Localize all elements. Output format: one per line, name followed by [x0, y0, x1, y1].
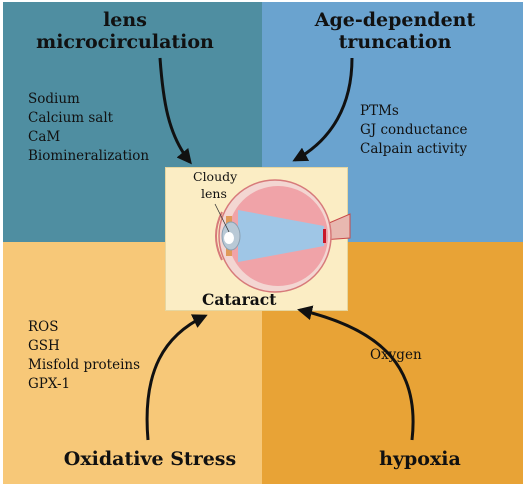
eye-illustration	[214, 179, 351, 293]
arrow-oxidative-stress	[145, 314, 208, 441]
arrow-lens-microcirculation	[158, 57, 192, 165]
list-item: Misfold proteins	[28, 357, 141, 373]
label-pointer	[214, 203, 230, 233]
list-item: Calcium salt	[28, 110, 114, 126]
list-item: ROS	[28, 319, 59, 335]
list-oxidative-stress: ROS GSH Misfold proteins GPX-1	[28, 318, 140, 394]
list-item: GPX-1	[28, 376, 71, 392]
arrow-hypoxia	[297, 305, 415, 441]
title-oxidative-stress: Oxidative Stress	[63, 448, 237, 470]
list-item: Sodium	[28, 91, 80, 107]
list-item: PTMs	[360, 103, 399, 119]
list-age-dependent-truncation: PTMs GJ conductance Calpain activity	[360, 102, 468, 159]
list-hypoxia: Oxygen	[370, 346, 422, 365]
cataract-label: Cataract	[202, 290, 277, 309]
macula	[323, 229, 326, 243]
title-age-dependent-truncation: Age-dependent truncation	[285, 9, 505, 53]
cloudy-lens-label: Cloudy lens	[193, 168, 237, 202]
title-hypoxia: hypoxia	[379, 448, 461, 470]
cloudy-label-line-1: Cloudy	[193, 169, 238, 184]
title-line-1: Age-dependent	[314, 9, 476, 31]
title-line-2: truncation	[338, 31, 452, 53]
cloudy-label-line-2: lens	[201, 186, 227, 201]
cloudy-spot	[224, 232, 234, 244]
list-item: Oxygen	[370, 347, 422, 363]
title-lens-microcirculation: lens microcirculation	[20, 9, 230, 53]
vitreous	[238, 210, 324, 262]
title-line-1: lens	[103, 9, 147, 31]
list-item: GJ conductance	[360, 122, 468, 138]
cornea	[215, 211, 223, 261]
title-line-2: microcirculation	[36, 31, 214, 53]
list-item: Calpain activity	[360, 141, 468, 157]
list-item: GSH	[28, 338, 60, 354]
list-item: CaM	[28, 129, 61, 145]
arrow-age-dependent-truncation	[292, 57, 354, 162]
list-lens-microcirculation: Sodium Calcium salt CaM Biomineralizatio…	[28, 90, 149, 166]
list-item: Biomineralization	[28, 148, 150, 164]
